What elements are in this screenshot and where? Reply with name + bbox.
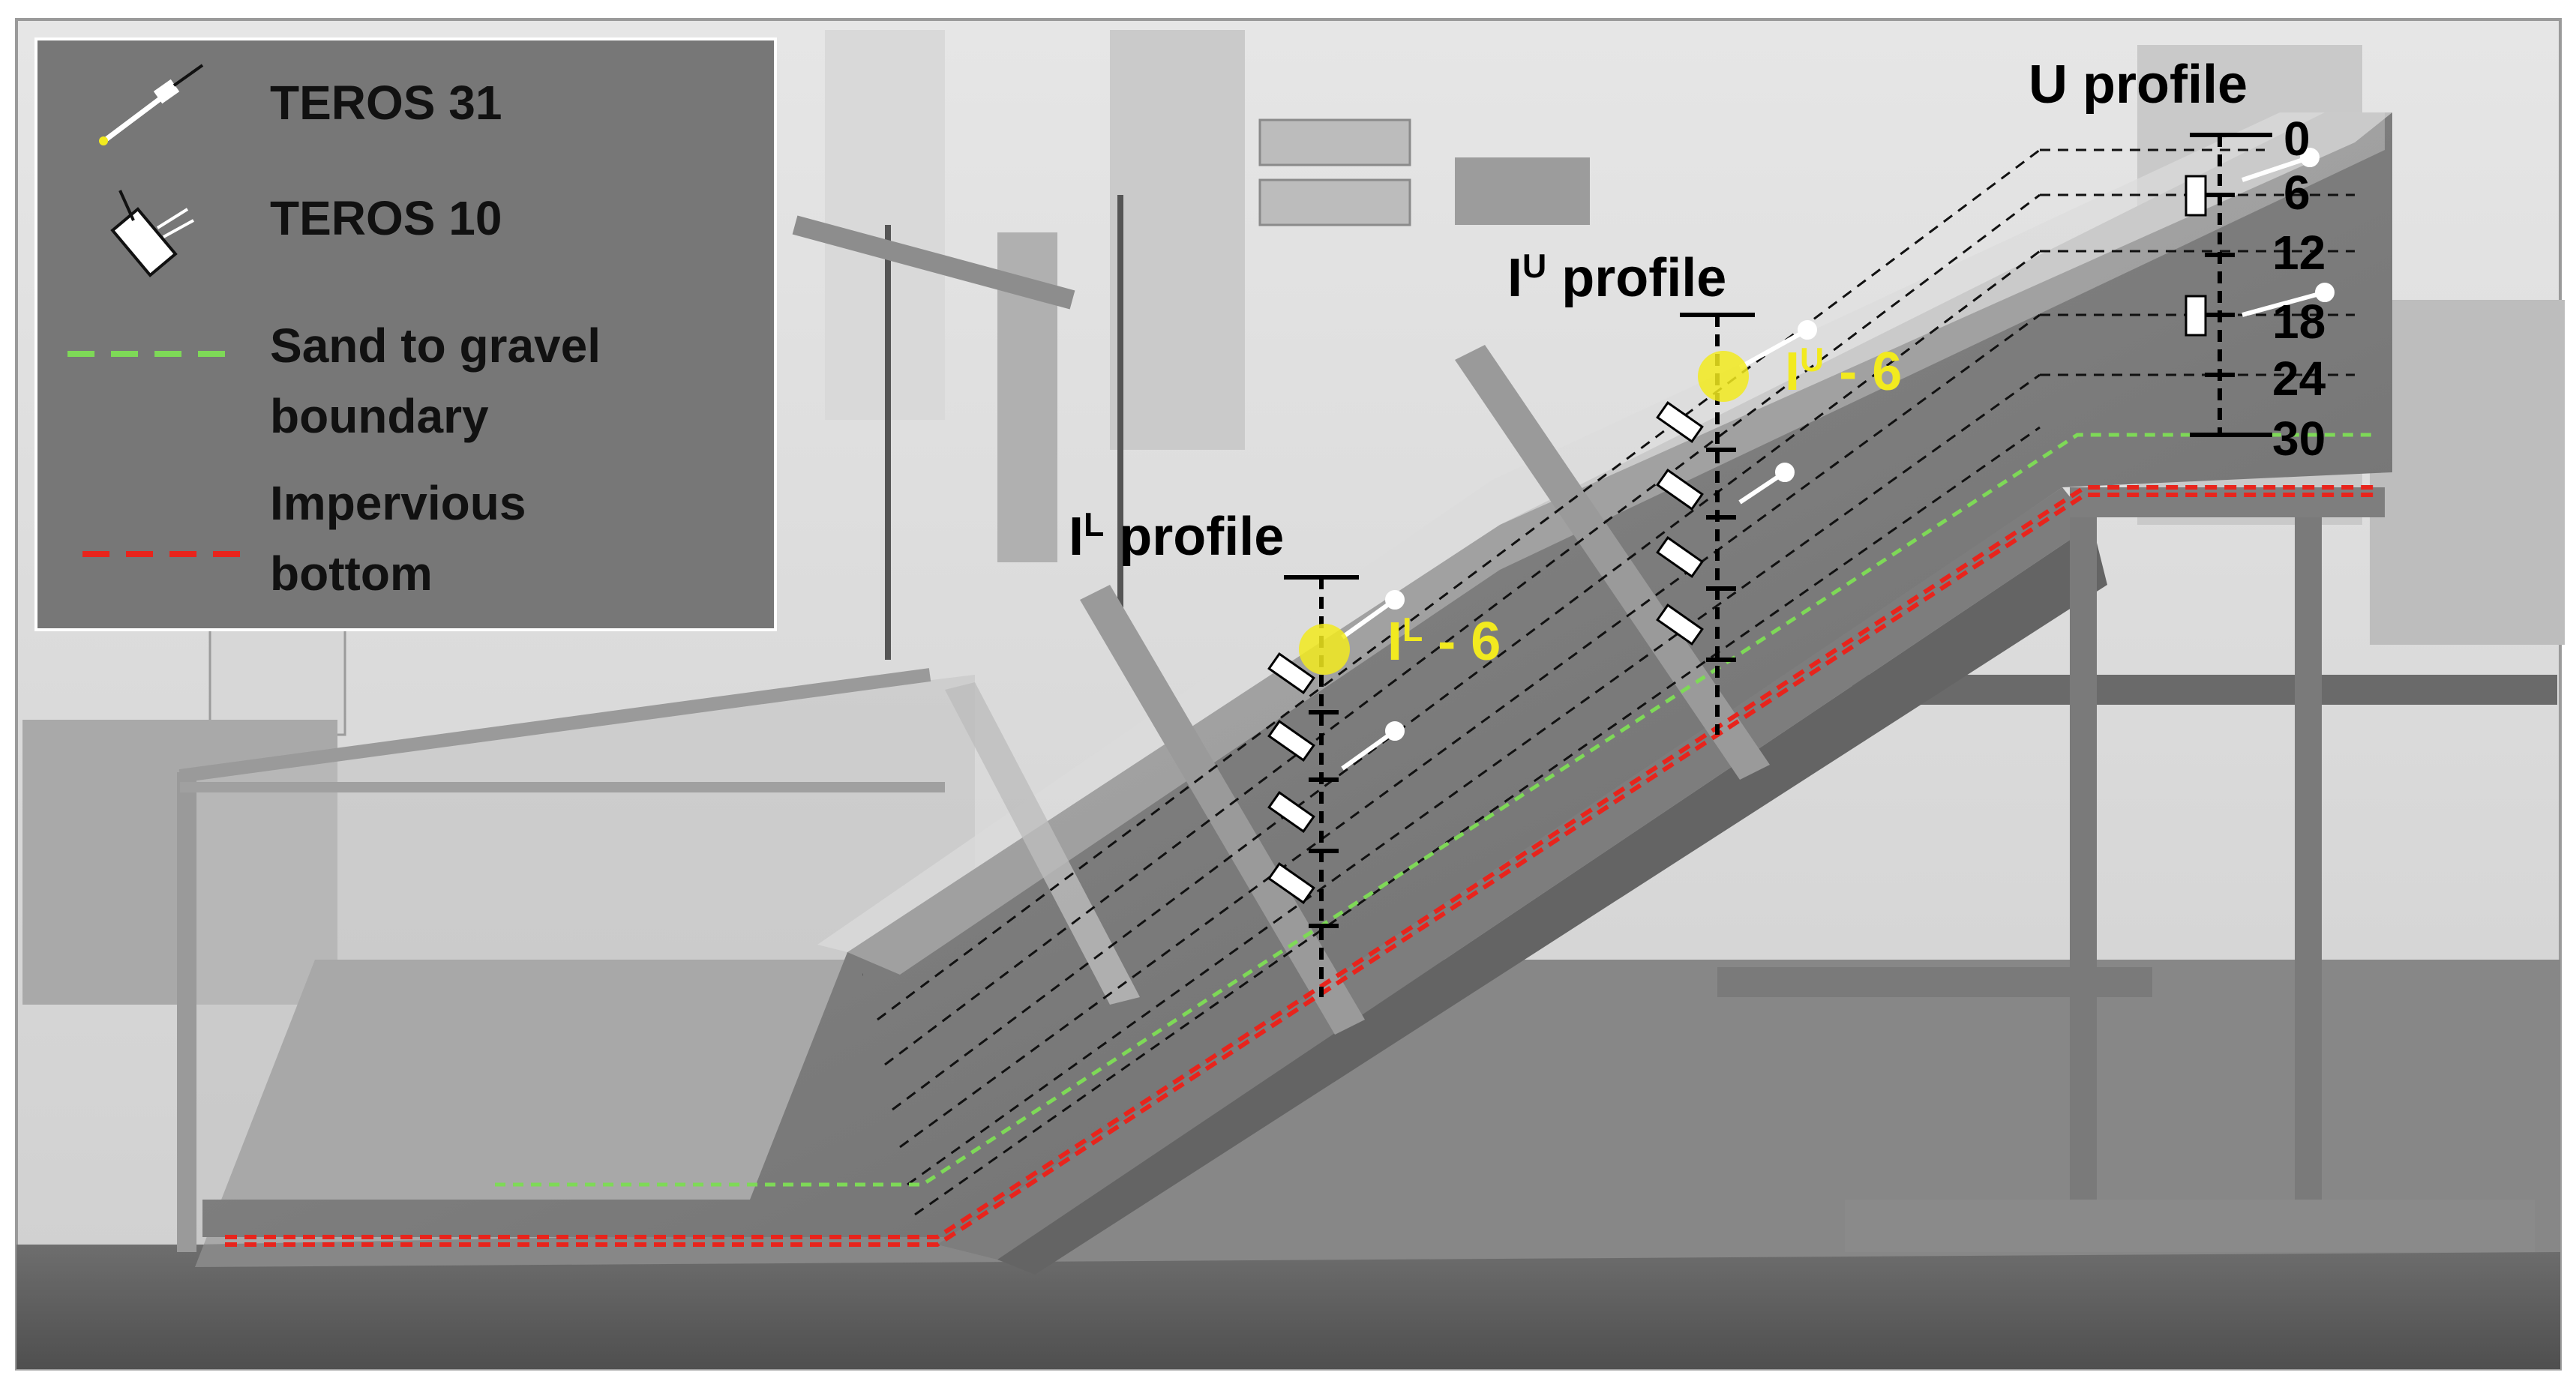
legend-label-teros-31: TEROS 31: [270, 76, 502, 130]
legend-item-teros-10: TEROS 10: [37, 183, 774, 288]
legend-item-impervious-bottom: Impervious bottom: [37, 468, 774, 618]
iu-profile-base: I: [1507, 248, 1523, 308]
legend-item-teros-31: TEROS 31: [37, 61, 774, 151]
legend-panel: TEROS 31 TEROS 10 Sand to gravel boundar…: [34, 37, 777, 631]
il-6-rest: - 6: [1423, 612, 1501, 672]
legend-item-sand-gravel-boundary: Sand to gravel boundary: [37, 310, 774, 460]
iu-6-base: I: [1785, 342, 1801, 402]
depth-label-30: 30: [2272, 412, 2326, 466]
teros-10-sensors: [1267, 175, 2207, 904]
il-6-label: IL - 6: [1387, 611, 1501, 673]
red-dashed-line-icon: [82, 551, 247, 557]
iu-6-sup: U: [1800, 342, 1825, 379]
depth-label-24: 24: [2272, 352, 2326, 406]
il-profile-sup: L: [1084, 507, 1105, 544]
depth-label-0: 0: [2284, 112, 2311, 166]
legend-label-sand-gravel-boundary: Sand to gravel boundary: [270, 319, 601, 443]
iu-profile-sup: U: [1522, 248, 1547, 286]
depth-label-6: 6: [2284, 166, 2311, 220]
il-profile-rest: profile: [1104, 507, 1285, 567]
u-profile-axis: [2190, 133, 2272, 437]
u-profile-label: U profile: [2029, 55, 2248, 115]
teros-31-sensors: [1341, 148, 2335, 771]
il-6-base: I: [1387, 612, 1403, 672]
legend-label-impervious-bottom: Impervious bottom: [270, 476, 526, 601]
sand-gravel-boundary-line: [495, 433, 2377, 1187]
iu-6-label: IU - 6: [1785, 341, 1902, 403]
il-6-sup: L: [1402, 612, 1423, 649]
iu-profile-rest: profile: [1546, 248, 1727, 308]
iu-6-rest: - 6: [1824, 342, 1903, 402]
legend-label-teros-10: TEROS 10: [270, 191, 502, 245]
il-profile-base: I: [1069, 507, 1084, 567]
depth-label-12: 12: [2272, 226, 2326, 280]
green-dashed-line-icon: [67, 351, 232, 357]
teros-31-sensor-icon: [99, 64, 204, 145]
depth-label-18: 18: [2272, 295, 2326, 349]
impervious-bottom-line: [225, 485, 2377, 1239]
iu-profile-label: IU profile: [1507, 247, 1726, 309]
soil-layer-lines: [877, 148, 2355, 1216]
il-6-highlight-dot: [1299, 624, 1350, 675]
il-profile-label: IL profile: [1069, 506, 1284, 568]
teros-10-sensor-icon: [110, 190, 194, 277]
iu-6-highlight-dot: [1698, 351, 1749, 402]
